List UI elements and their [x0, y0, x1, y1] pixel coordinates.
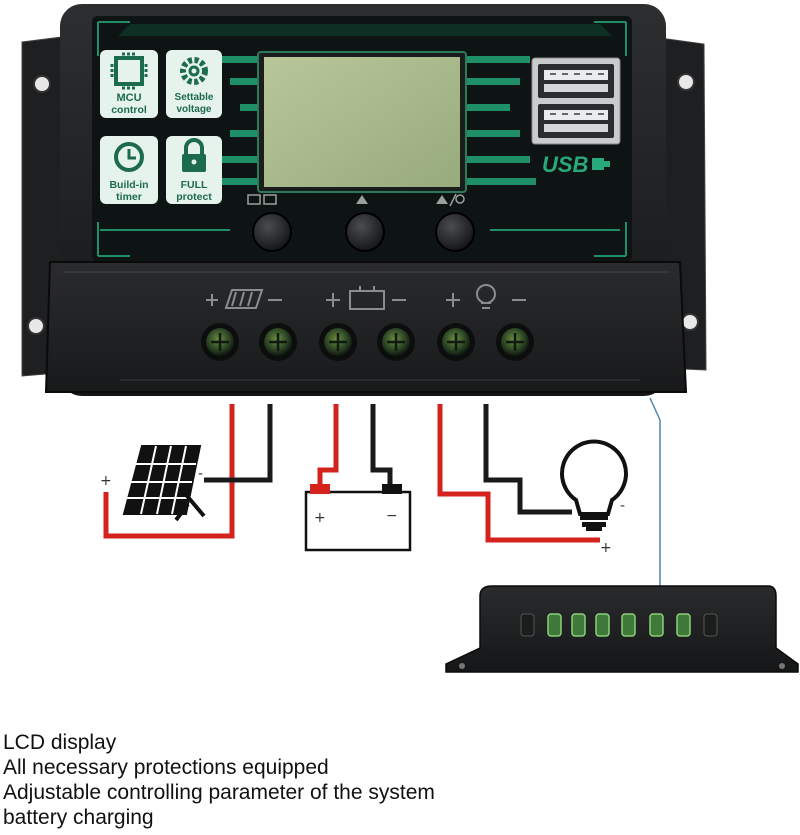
screw-terminal	[201, 323, 239, 361]
feature-badge-line1: Settable	[175, 92, 214, 103]
feature-badge-voltage: Settable voltage	[166, 50, 222, 118]
light-bulb-icon	[560, 439, 628, 531]
lamp-negative-sign: -	[620, 498, 625, 514]
usb-port-top	[538, 64, 614, 98]
lcd-display	[257, 51, 467, 193]
lamp-negative-wire	[483, 404, 572, 515]
feature-line: Adjustable controlling parameter of the …	[3, 781, 435, 804]
battery-positive-wire	[317, 404, 339, 486]
panel-negative-wire	[204, 404, 273, 483]
battery-negative-wire	[370, 404, 393, 486]
feature-badge-line1: FULL	[181, 179, 208, 191]
lamp-terminal-symbol	[446, 284, 526, 309]
controller-side-view	[445, 585, 799, 673]
screw-terminal	[377, 323, 415, 361]
usb-label: USB	[542, 152, 589, 177]
wiring-diagram: + - + -	[100, 404, 625, 556]
feature-badge-line2: protect	[176, 191, 212, 203]
usb-port-bottom	[538, 104, 614, 138]
load-button[interactable]	[435, 212, 475, 252]
lamp-positive-wire	[437, 404, 600, 543]
screw-terminal	[319, 323, 357, 361]
up-arrow-icon	[356, 195, 368, 204]
battery-positive-sign: +	[314, 510, 326, 526]
panel-terminal-symbol	[206, 289, 282, 309]
screw-terminal	[259, 323, 297, 361]
usb-ports: USB	[531, 57, 621, 177]
up-load-icon	[436, 193, 465, 207]
menu-button[interactable]	[252, 212, 292, 252]
screw-terminals	[201, 323, 534, 361]
panel-positive-wire	[103, 404, 235, 539]
panel-positive-sign: +	[100, 473, 112, 489]
callout-line	[649, 397, 661, 586]
up-button[interactable]	[345, 212, 385, 252]
panel-negative-sign: -	[198, 466, 203, 482]
feature-line: All necessary protections equipped	[3, 756, 329, 779]
screw-terminal	[496, 323, 534, 361]
feature-badge-line1: MCU	[116, 92, 141, 104]
solar-panel-icon	[122, 445, 206, 522]
usb-plug-icon	[592, 158, 610, 170]
terminal-block	[44, 261, 688, 393]
feature-badge-timer: Build-in timer	[100, 136, 158, 204]
feature-list: LCD display All necessary protections eq…	[3, 730, 793, 830]
feature-badge-line2: timer	[116, 191, 142, 203]
battery-negative-sign: −	[386, 508, 398, 524]
lock-icon	[182, 138, 206, 172]
mcu-chip-icon	[110, 52, 148, 90]
feature-badge-line2: control	[111, 104, 147, 116]
screw-terminal	[437, 323, 475, 361]
lamp-positive-sign: +	[600, 540, 612, 556]
feature-line: LCD display	[3, 731, 117, 754]
product-illustration: MCU control Settable voltage Build-in ti…	[21, 4, 799, 673]
side-view-terminals	[520, 613, 718, 637]
feature-badge-protect: FULL protect	[166, 136, 222, 204]
gear-icon	[180, 57, 208, 85]
battery-icon: + −	[304, 484, 412, 552]
menu-icon	[247, 194, 277, 205]
feature-line: battery charging	[3, 806, 154, 829]
feature-badge-mcu: MCU control	[100, 50, 158, 118]
feature-badge-line2: voltage	[176, 104, 211, 115]
feature-badge-line1: Build-in	[109, 179, 148, 191]
clock-icon	[114, 142, 144, 172]
battery-terminal-symbol	[326, 286, 406, 310]
